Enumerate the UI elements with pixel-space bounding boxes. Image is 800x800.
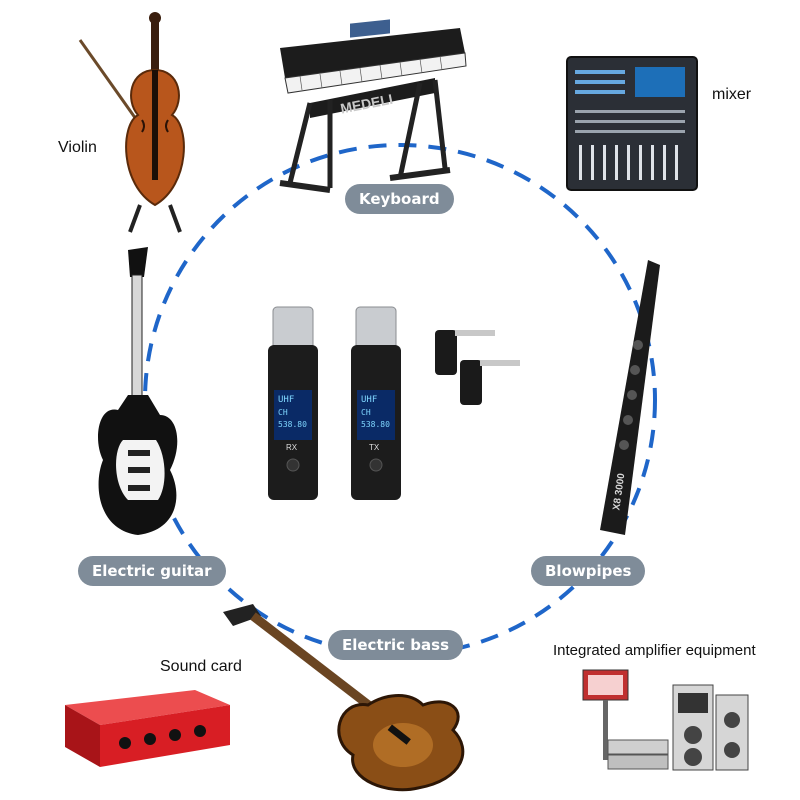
- receiver-channel: CH: [278, 408, 288, 417]
- receiver-band: UHF: [278, 395, 294, 405]
- electric-bass-label: Electric bass: [328, 630, 463, 660]
- keyboard-label: Keyboard: [345, 184, 454, 214]
- violin-label: Violin: [58, 139, 97, 156]
- blowpipe-model-text: X8 3000: [611, 472, 627, 511]
- amplifier-equipment-image: [582, 669, 749, 771]
- blowpipes-label: Blowpipes: [531, 556, 646, 586]
- electric-bass-image: [223, 604, 465, 792]
- transmitter-frequency: 538.80: [361, 420, 390, 429]
- keyboard-brand-text: MEDELI: [339, 91, 394, 117]
- amplifier-label: Integrated amplifier equipment: [553, 642, 756, 659]
- transmitter-channel: CH: [361, 408, 371, 417]
- sound-card-label: Sound card: [160, 658, 242, 675]
- electric-guitar-label: Electric guitar: [78, 556, 226, 586]
- receiver-frequency: 538.80: [278, 420, 307, 429]
- transmitter-mode: TX: [369, 443, 380, 452]
- transmitter-band: UHF: [361, 395, 377, 405]
- transmitter-power-button[interactable]: [369, 458, 383, 472]
- receiver-power-button[interactable]: [286, 458, 300, 472]
- sound-card-image: [65, 690, 230, 767]
- mixer-label: mixer: [712, 86, 752, 103]
- violin-image: [78, 12, 185, 233]
- transmitter-device: UHF CH 538.80 TX: [351, 306, 401, 500]
- keyboard-image: MEDELI: [279, 19, 467, 193]
- mixer-image: [566, 56, 698, 191]
- blowpipe-image: X8 3000: [600, 260, 660, 535]
- receiver-mode: RX: [286, 443, 298, 452]
- electric-guitar-image: [98, 247, 178, 535]
- receiver-device: UHF CH 538.80 RX: [268, 306, 318, 500]
- adapter-plugs: [435, 330, 520, 405]
